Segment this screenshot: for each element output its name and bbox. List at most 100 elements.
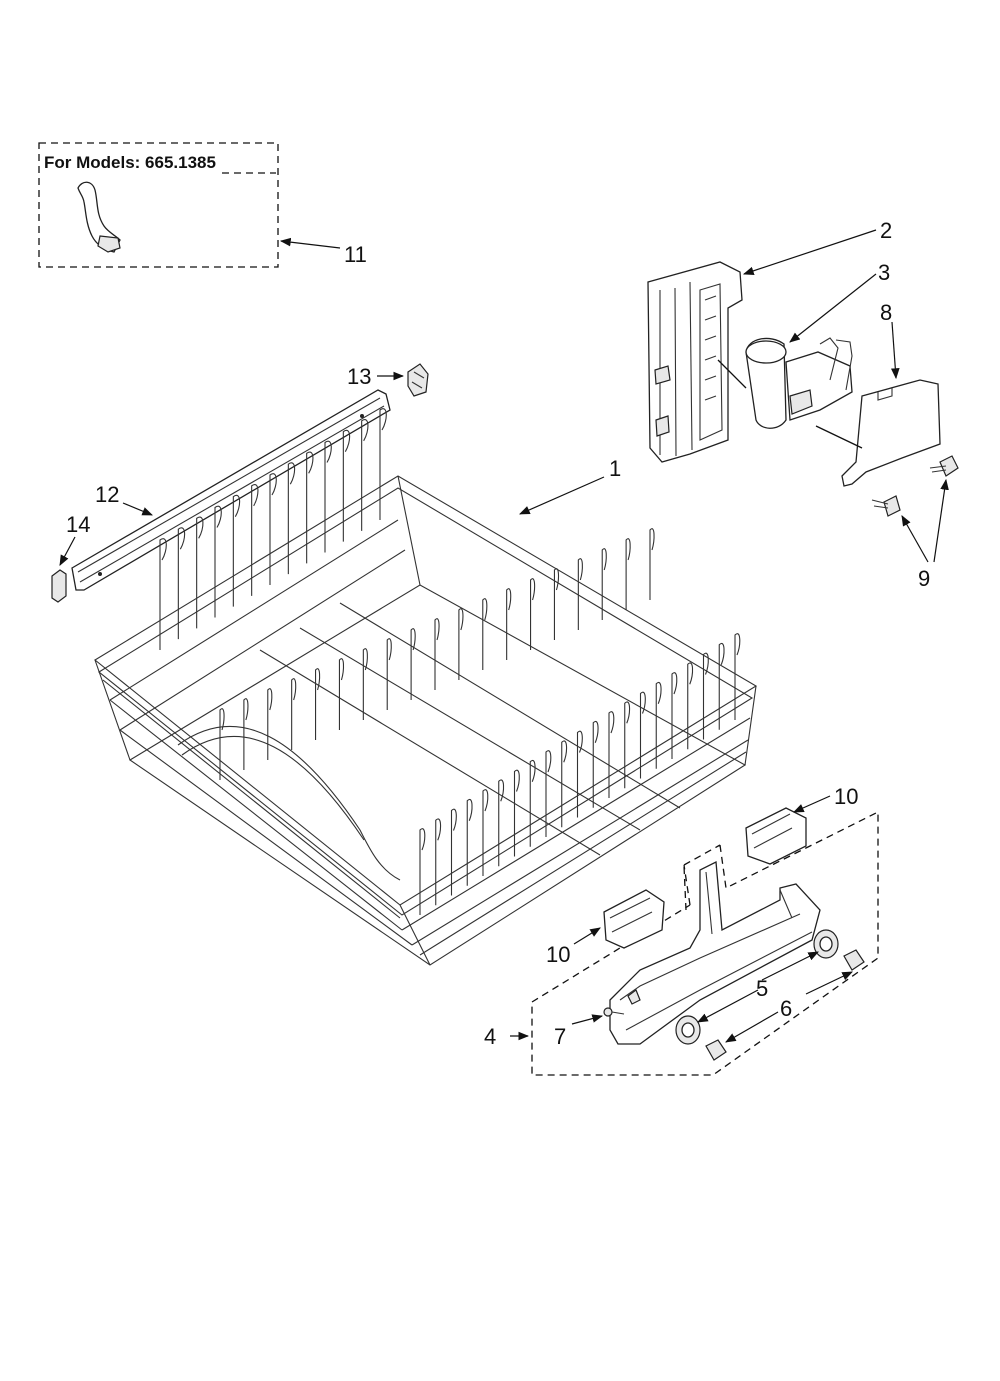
screws-pair (871, 455, 959, 517)
callout-5: 5 (756, 976, 768, 1001)
callout-11: 11 (344, 242, 367, 267)
stop-clip-lower (603, 889, 665, 949)
callout-7: 7 (554, 1024, 566, 1049)
callout-3: 3 (878, 260, 890, 285)
models-label: For Models: 665.1385 (44, 153, 216, 172)
rack-tine (498, 779, 505, 867)
rack-tine (306, 451, 314, 564)
wheel-carrier (609, 860, 821, 1045)
rack-tine (379, 408, 387, 520)
leader-11 (279, 237, 341, 249)
axle-icon (843, 949, 865, 971)
leader-8 (890, 321, 900, 380)
callout-6: 6 (780, 996, 792, 1021)
leader-10b (573, 927, 601, 945)
leader-2 (742, 229, 877, 276)
rack-tine (361, 419, 369, 531)
rack-tine (734, 633, 741, 720)
rack-tine (482, 789, 489, 876)
rack-tine (269, 473, 277, 585)
rack-tine (251, 484, 259, 596)
leader-7 (571, 1014, 604, 1025)
rack-tine (159, 538, 167, 650)
adjuster-cover (815, 379, 941, 487)
rack-tine (624, 701, 631, 789)
rack-tine (458, 608, 464, 680)
callout-1: 1 (609, 456, 621, 481)
rack-tine (687, 662, 694, 750)
rack-tine (434, 618, 440, 690)
rack-tine (287, 462, 296, 575)
leader-1 (519, 476, 605, 515)
callout-12: 12 (95, 482, 119, 507)
leader-9b (933, 478, 949, 563)
callout-8: 8 (880, 300, 892, 325)
rack-tine (243, 698, 249, 770)
rack-tine (529, 759, 536, 847)
rack-tine (577, 558, 583, 630)
rack-tine (232, 494, 241, 607)
wheel-icon (675, 1015, 701, 1045)
screw-icon (929, 455, 959, 477)
dishrack-illustration (94, 408, 758, 966)
adjuster-housing (647, 261, 743, 463)
leader-10a (793, 795, 831, 813)
models-note-box: For Models: 665.1385 (38, 142, 279, 268)
stop-clip-upper (745, 807, 807, 865)
callout-13: 13 (347, 364, 371, 389)
rack-tine (177, 527, 186, 640)
rack-tine (530, 578, 536, 650)
kit-box (531, 810, 879, 1076)
rack-tine (545, 750, 552, 837)
adjuster-handle (717, 337, 853, 429)
rack-tine (561, 740, 568, 828)
leader-5b (697, 989, 759, 1023)
rack-tine (435, 818, 442, 906)
rack-tine (718, 642, 725, 730)
rack-tine (601, 548, 607, 620)
callout-14: 14 (66, 512, 90, 537)
callout-10a: 10 (834, 784, 858, 809)
spray-arm-clip-icon (77, 181, 121, 253)
leader-12 (122, 502, 153, 516)
screw-icon (871, 495, 901, 517)
rack-tine (592, 720, 599, 808)
axle-icon (705, 1039, 727, 1061)
rack-tine (671, 672, 678, 759)
rail-end-cap (51, 569, 67, 603)
rail-stop-clip (407, 363, 429, 397)
rack-tine (338, 658, 344, 730)
rack-tine (267, 688, 273, 760)
rack-tine (315, 668, 321, 740)
callout-2: 2 (880, 218, 892, 243)
rack-tine (576, 730, 583, 818)
leader-3 (789, 273, 877, 343)
rack-tine (419, 828, 426, 915)
rack-tine (655, 681, 662, 769)
leader-6b (725, 1011, 779, 1043)
rack-tine (466, 798, 473, 886)
rack-tine (410, 628, 416, 700)
small-screw-icon (603, 1007, 625, 1017)
callout-10b: 10 (546, 942, 570, 967)
rack-rail (71, 389, 391, 591)
leader-6a (805, 971, 853, 995)
rack-tine (324, 440, 332, 553)
rack-tine (386, 638, 392, 710)
rack-tine (639, 691, 646, 779)
rack-tine (482, 598, 488, 670)
rack-tine (553, 568, 559, 640)
callout-4: 4 (484, 1024, 496, 1049)
rack-tine (506, 588, 512, 660)
rack-tine (702, 652, 709, 740)
callout-9: 9 (918, 566, 930, 591)
wheel-icon (813, 929, 839, 959)
rack-tine (362, 648, 368, 720)
rack-tine (214, 505, 222, 618)
rack-tine (450, 808, 457, 896)
rack-tine (649, 528, 655, 600)
rack-tine (342, 429, 351, 542)
leader-14 (59, 536, 76, 566)
leader-9a (901, 515, 929, 563)
